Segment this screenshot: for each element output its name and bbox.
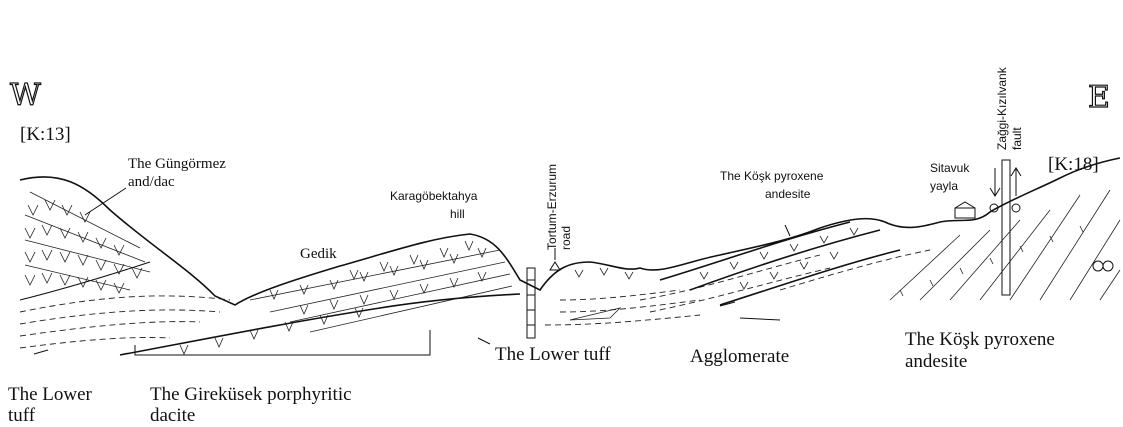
lower-tuff-left-label-1: The Lower [8,384,93,405]
dacite-bracket [135,330,430,355]
gireksek-dacite-pattern [180,241,512,354]
kosk-lower-label-2: andesite [905,351,967,372]
lower-tuff-mid-label: The Lower tuff [495,344,611,365]
gungormez-andesite-pattern [25,192,150,293]
gireksek-label-1: The Gireküsek porphyritic [150,384,352,405]
east-sample-label: [K:18] [1048,154,1099,175]
fault-label-2: fault [1010,127,1024,150]
house-icon [955,202,975,218]
middle-hill-pattern [545,268,700,325]
gungormez-label-2: and/dac [128,174,175,190]
kosk-lower-label-1: The Köşk pyroxene [905,329,1055,350]
tortum-road-marker [527,248,560,338]
kosk-andesite-bands [640,222,930,312]
east-label: E [1088,80,1110,115]
symbol-icon [1093,261,1113,271]
gireksek-label-2: dacite [150,405,195,426]
west-sample-label: [K:13] [20,124,71,145]
west-label: W [10,78,41,113]
gungormez-body-base [20,262,150,300]
gedik-label: Gedik [300,246,337,262]
karagobektahya-label-1: Karagöbektahya [390,189,478,203]
fault-label-1: Zağgi-Kızılvank [995,66,1009,150]
gungormez-label-1: The Güngörmez [128,156,226,172]
agglomerate-label: Agglomerate [690,346,789,367]
tortum-label-2: road [559,226,573,250]
sitavuk-label-2: yayla [930,179,958,193]
right-kosk-block [890,190,1120,300]
tortum-label-1: Tortum-Erzurum [545,164,559,250]
fault-marker [990,160,1021,295]
kosk-upper-label-1: The Köşk pyroxene [720,169,824,183]
lower-tuff-left-label-2: tuff [8,405,36,426]
sitavuk-label-1: Sitavuk [930,161,970,175]
kosk-upper-label-2: andesite [765,187,811,201]
karagobektahya-label-2: hill [450,207,465,221]
